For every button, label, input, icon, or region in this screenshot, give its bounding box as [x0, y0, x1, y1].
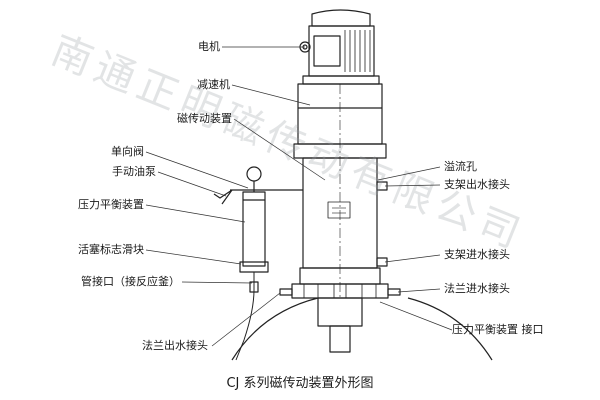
label-pressure-balancer: 压力平衡装置 [78, 198, 144, 211]
label-check-valve: 单向阀 [111, 145, 144, 158]
label-flange-outlet: 法兰出水接头 [142, 339, 208, 352]
label-hand-pump: 手动油泵 [112, 165, 156, 178]
hand-pump-lever [213, 189, 233, 205]
label-bracket-inlet: 支架进水接头 [444, 248, 510, 261]
label-piston-slider: 活塞标志滑块 [78, 243, 144, 256]
name-plate [327, 201, 351, 219]
label-reducer: 减速机 [197, 78, 230, 91]
label-motor: 电机 [198, 40, 220, 53]
pipe-port [249, 281, 259, 293]
label-pipe-port: 管接口（接反应釜） [81, 275, 180, 288]
flange-outlet-nozzle [279, 288, 293, 296]
vessel-dome [231, 297, 493, 361]
shaft [329, 325, 351, 353]
figure-caption: CJ 系列磁传动装置外形图 [226, 376, 374, 391]
label-flange-inlet: 法兰进水接头 [444, 282, 510, 295]
label-bracket-outlet: 支架出水接头 [444, 178, 510, 191]
label-balancer-port: 压力平衡装置 接口 [452, 323, 544, 336]
label-mag-drive: 磁传动装置 [177, 112, 232, 125]
pipe-to-vessel [235, 272, 255, 361]
label-overflow-hole: 溢流孔 [444, 160, 477, 173]
motor-fan-cover [311, 9, 371, 27]
